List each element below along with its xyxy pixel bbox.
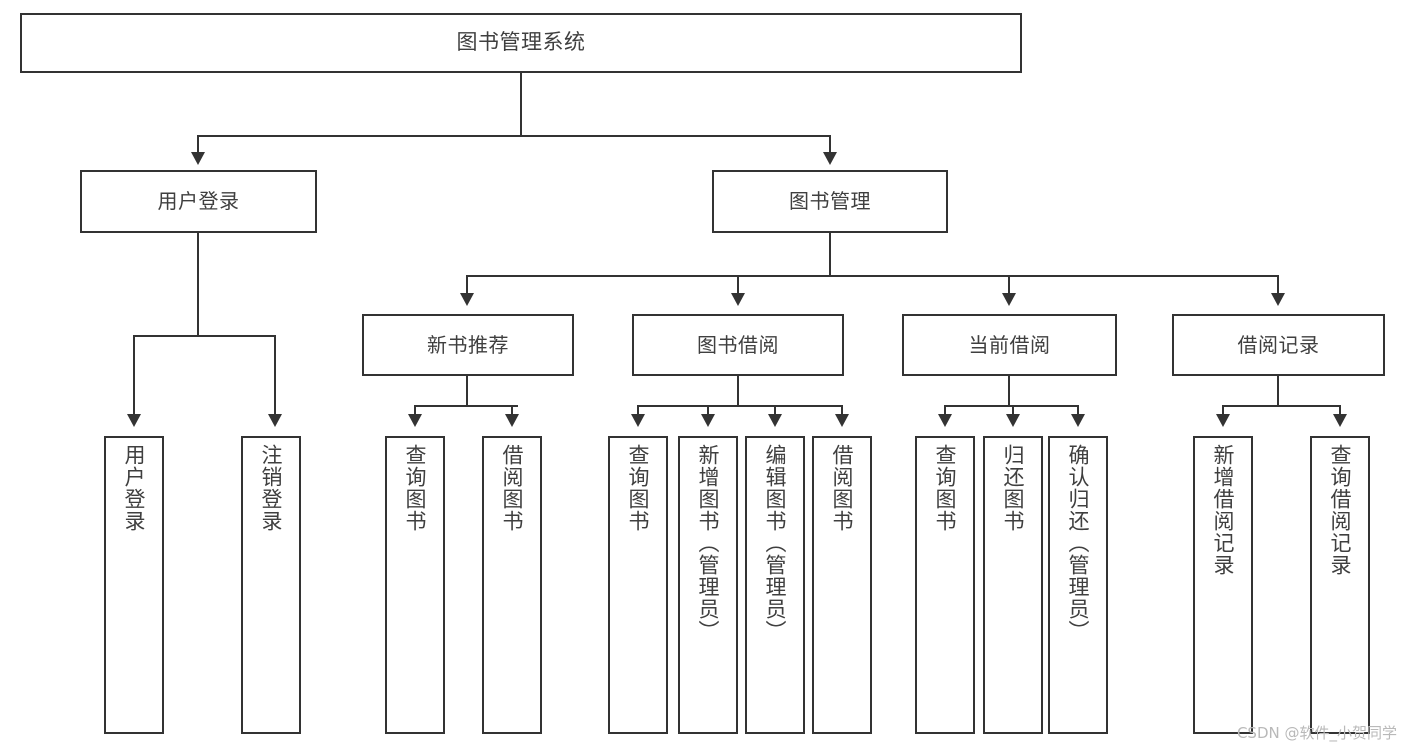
connector-borrow-stem <box>737 376 739 406</box>
node-label: 查询图书 <box>933 444 958 532</box>
watermark-text: CSDN @软件_小贺同学 <box>1236 724 1397 742</box>
connector-userlogin-stem <box>197 233 199 336</box>
node-label: 图书管理系统 <box>456 30 586 55</box>
arrow-to-logout-leaf <box>268 414 282 427</box>
arrow-to-current-return <box>1006 414 1020 427</box>
connector-root-drop-left <box>197 135 199 155</box>
connector-bookmgmt-stem <box>829 233 831 276</box>
connector-borrow-drop-4 <box>841 405 843 417</box>
node-root-book-management-system[interactable]: 图书管理系统 <box>20 13 1022 73</box>
arrow-to-borrow-edit <box>768 414 782 427</box>
node-label: 新增借阅记录 <box>1211 444 1236 576</box>
connector-newbook-bar <box>414 405 518 407</box>
leaf-record-query-borrow-record[interactable]: 查询借阅记录 <box>1310 436 1370 734</box>
node-label: 查询图书 <box>403 444 428 532</box>
connector-borrow-bar <box>637 405 842 407</box>
leaf-borrow-query-book[interactable]: 查询图书 <box>608 436 668 734</box>
connector-root-stem <box>520 73 522 136</box>
node-label: 图书借阅 <box>697 332 779 357</box>
arrow-to-newbook-query <box>408 414 422 427</box>
connector-bookmgmt-drop-2 <box>737 275 739 296</box>
node-label: 确认归还（管理员） <box>1066 444 1091 642</box>
node-label: 查询借阅记录 <box>1328 444 1353 576</box>
connector-current-bar <box>944 405 1078 407</box>
connector-root-bar <box>197 135 830 137</box>
connector-newbook-stem <box>466 376 468 406</box>
arrow-to-current-borrow <box>1002 293 1016 306</box>
connector-current-stem <box>1008 376 1010 406</box>
arrow-to-book-borrow <box>731 293 745 306</box>
connector-record-drop-2 <box>1339 405 1341 417</box>
node-label: 新书推荐 <box>427 332 509 357</box>
node-book-management[interactable]: 图书管理 <box>712 170 948 233</box>
node-label: 新增图书（管理员） <box>696 444 721 642</box>
leaf-current-return-book[interactable]: 归还图书 <box>983 436 1043 734</box>
leaf-record-add-borrow-record[interactable]: 新增借阅记录 <box>1193 436 1253 734</box>
connector-root-drop-right <box>829 135 831 155</box>
connector-record-drop-1 <box>1222 405 1224 417</box>
node-label: 用户登录 <box>157 189 240 214</box>
arrow-to-borrow-lend <box>835 414 849 427</box>
connector-userlogin-drop-1 <box>133 335 135 417</box>
node-label: 当前借阅 <box>968 332 1051 357</box>
arrow-to-record-query <box>1333 414 1347 427</box>
arrow-to-newbook-borrow <box>505 414 519 427</box>
leaf-newbook-query-book[interactable]: 查询图书 <box>385 436 445 734</box>
connector-record-stem <box>1277 376 1279 406</box>
leaf-current-confirm-return-admin[interactable]: 确认归还（管理员） <box>1048 436 1108 734</box>
connector-borrow-drop-3 <box>774 405 776 417</box>
connector-borrow-drop-2 <box>707 405 709 417</box>
arrow-to-new-book <box>460 293 474 306</box>
leaf-borrow-lend-book[interactable]: 借阅图书 <box>812 436 872 734</box>
connector-bookmgmt-drop-3 <box>1008 275 1010 296</box>
connector-bookmgmt-drop-4 <box>1277 275 1279 296</box>
arrow-to-user-login <box>191 152 205 165</box>
node-label: 借阅记录 <box>1237 332 1320 357</box>
node-new-book-recommend[interactable]: 新书推荐 <box>362 314 574 376</box>
leaf-user-login[interactable]: 用户登录 <box>104 436 164 734</box>
connector-current-drop-1 <box>944 405 946 417</box>
node-label: 查询图书 <box>626 444 651 532</box>
node-user-login[interactable]: 用户登录 <box>80 170 317 233</box>
connector-newbook-drop-1 <box>414 405 416 417</box>
node-label: 借阅图书 <box>500 444 525 532</box>
node-label: 注销登录 <box>259 444 284 532</box>
node-book-borrow[interactable]: 图书借阅 <box>632 314 844 376</box>
arrow-to-book-management <box>823 152 837 165</box>
arrow-to-current-query <box>938 414 952 427</box>
connector-record-bar <box>1222 405 1341 407</box>
connector-current-drop-3 <box>1077 405 1079 417</box>
connector-borrow-drop-1 <box>637 405 639 417</box>
leaf-current-query-book[interactable]: 查询图书 <box>915 436 975 734</box>
leaf-borrow-add-book-admin[interactable]: 新增图书（管理员） <box>678 436 738 734</box>
node-label: 归还图书 <box>1001 444 1026 532</box>
connector-bookmgmt-drop-1 <box>466 275 468 296</box>
leaf-borrow-edit-book-admin[interactable]: 编辑图书（管理员） <box>745 436 805 734</box>
connector-userlogin-drop-2 <box>274 335 276 417</box>
connector-userlogin-bar <box>133 335 276 337</box>
node-current-borrow[interactable]: 当前借阅 <box>902 314 1117 376</box>
leaf-newbook-borrow-book[interactable]: 借阅图书 <box>482 436 542 734</box>
arrow-to-borrow-query <box>631 414 645 427</box>
arrow-to-current-confirm <box>1071 414 1085 427</box>
node-label: 编辑图书（管理员） <box>763 444 788 642</box>
node-label: 用户登录 <box>122 444 147 532</box>
arrow-to-user-login-leaf <box>127 414 141 427</box>
connector-newbook-drop-2 <box>511 405 513 417</box>
node-label: 图书管理 <box>789 189 871 214</box>
node-borrow-record[interactable]: 借阅记录 <box>1172 314 1385 376</box>
leaf-logout[interactable]: 注销登录 <box>241 436 301 734</box>
connector-bookmgmt-bar <box>466 275 1279 277</box>
arrow-to-record-add <box>1216 414 1230 427</box>
arrow-to-borrow-add <box>701 414 715 427</box>
arrow-to-borrow-record <box>1271 293 1285 306</box>
connector-current-drop-2 <box>1012 405 1014 417</box>
node-label: 借阅图书 <box>830 444 855 532</box>
